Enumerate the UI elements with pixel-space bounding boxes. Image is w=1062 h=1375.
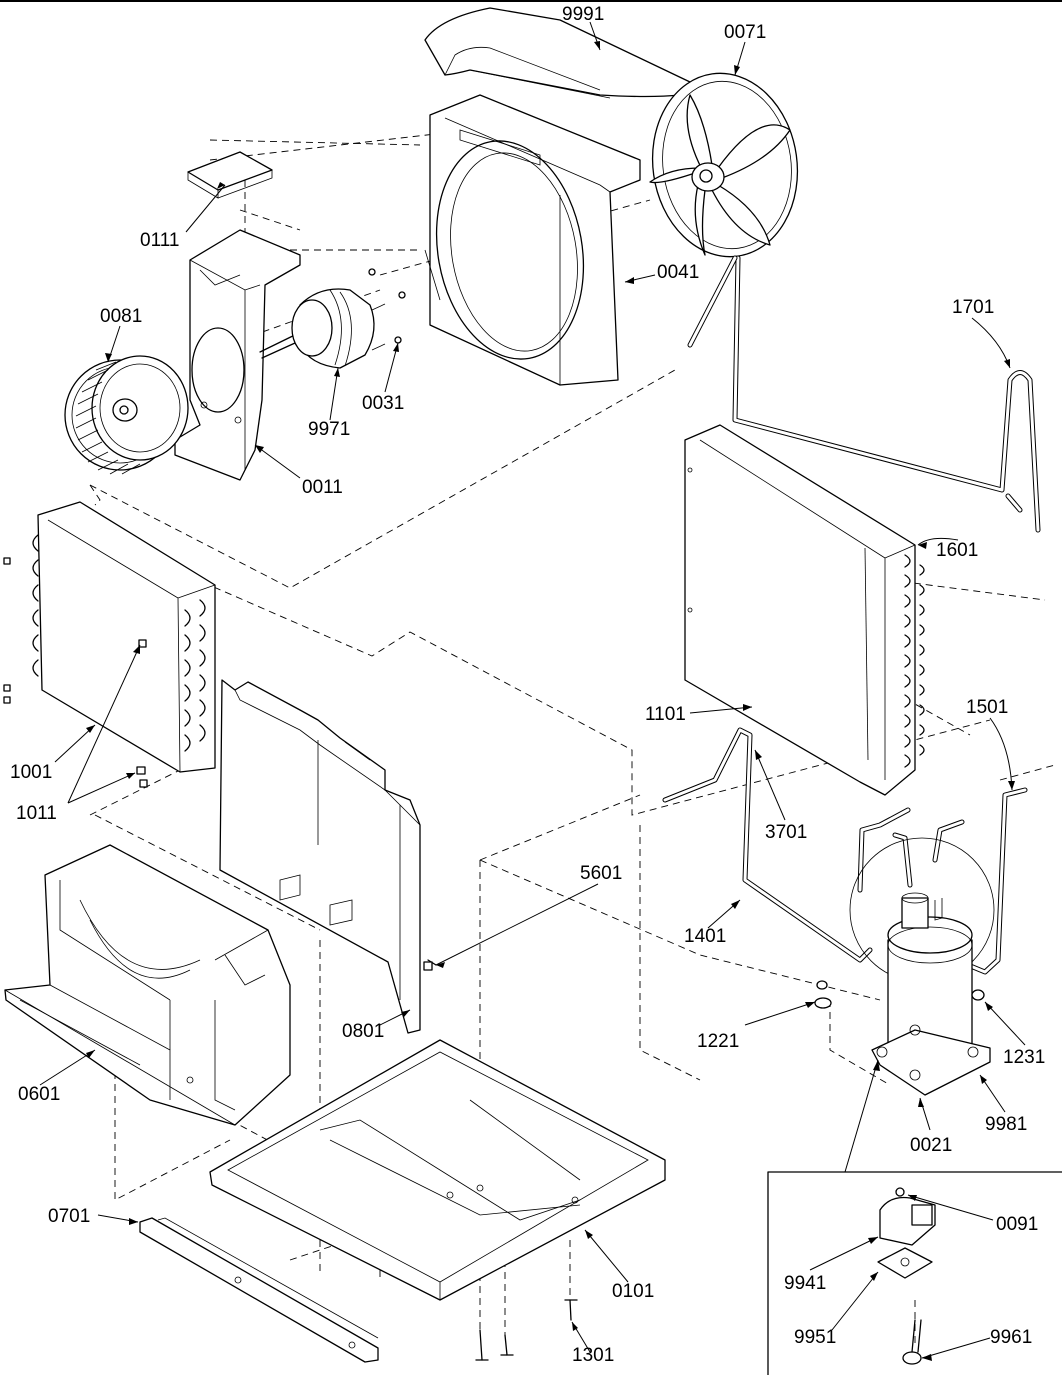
callout-0601: 0601: [18, 1084, 60, 1105]
callout-1701: 1701: [952, 297, 994, 318]
callout-0031: 0031: [362, 393, 404, 414]
callout-0011: 0011: [302, 477, 343, 498]
callout-1401: 1401: [684, 926, 726, 947]
callout-0081: 0081: [100, 306, 142, 327]
callout-0801: 0801: [342, 1021, 384, 1042]
part-1101-condenser-coil: [684, 424, 925, 796]
part-1231-grommet: [971, 989, 985, 1001]
inset-detail-box: [767, 1171, 1062, 1375]
part-0071-fan-blade: [649, 72, 799, 258]
part-5601-screw: [423, 959, 437, 971]
callout-5601: 5601: [580, 863, 622, 884]
callout-9971: 9971: [308, 419, 350, 440]
callout-9991: 9991: [562, 4, 604, 25]
callout-labels: 9991 0071 0111 0081 0041 1701 0031 9971 …: [10, 4, 1045, 1366]
part-0601-base-pan: [4, 844, 291, 1126]
callout-9941: 9941: [784, 1273, 826, 1294]
refrigerant-tubes: [662, 255, 1041, 975]
callout-0021: 0021: [910, 1135, 952, 1156]
part-0011-blower-plate: [174, 229, 301, 481]
part-0081-blower-wheel: [64, 355, 189, 475]
part-9971-motor: [259, 268, 406, 369]
callout-1001: 1001: [10, 762, 52, 783]
part-0701-rail: [139, 1217, 379, 1363]
part-0041-shroud: [424, 94, 641, 386]
callout-1221: 1221: [697, 1031, 739, 1052]
part-9991-top-cover: [424, 7, 691, 99]
callout-1011: 1011: [16, 803, 57, 824]
callout-0071: 0071: [724, 22, 766, 43]
part-0111-bracket: [187, 151, 273, 199]
callout-0701: 0701: [48, 1206, 90, 1227]
callout-1301: 1301: [572, 1345, 614, 1366]
callout-1501: 1501: [966, 697, 1008, 718]
leader-lines: [39, 21, 1026, 1359]
callout-9961: 9961: [990, 1327, 1032, 1348]
part-0801-partition: [219, 679, 421, 1034]
callout-0111: 0111: [140, 230, 179, 251]
callout-9951: 9951: [794, 1327, 836, 1348]
part-1001-evaporator-coil: [3, 501, 216, 773]
callout-1231: 1231: [1003, 1047, 1045, 1068]
callout-1601: 1601: [936, 540, 978, 561]
callout-9981: 9981: [985, 1114, 1027, 1135]
callout-0041: 0041: [657, 262, 699, 283]
part-1011-clips: [136, 639, 148, 788]
leader-arrowheads: [86, 41, 1015, 1361]
part-1221-washer: [814, 980, 832, 1009]
callout-3701: 3701: [765, 822, 807, 843]
callout-1101: 1101: [645, 704, 686, 725]
part-0021-compressor: [849, 837, 995, 1096]
part-0101-base-tray: [209, 1039, 666, 1301]
callout-0101: 0101: [612, 1281, 654, 1302]
part-1301-screws: [475, 1299, 578, 1361]
callout-0091: 0091: [996, 1214, 1038, 1235]
